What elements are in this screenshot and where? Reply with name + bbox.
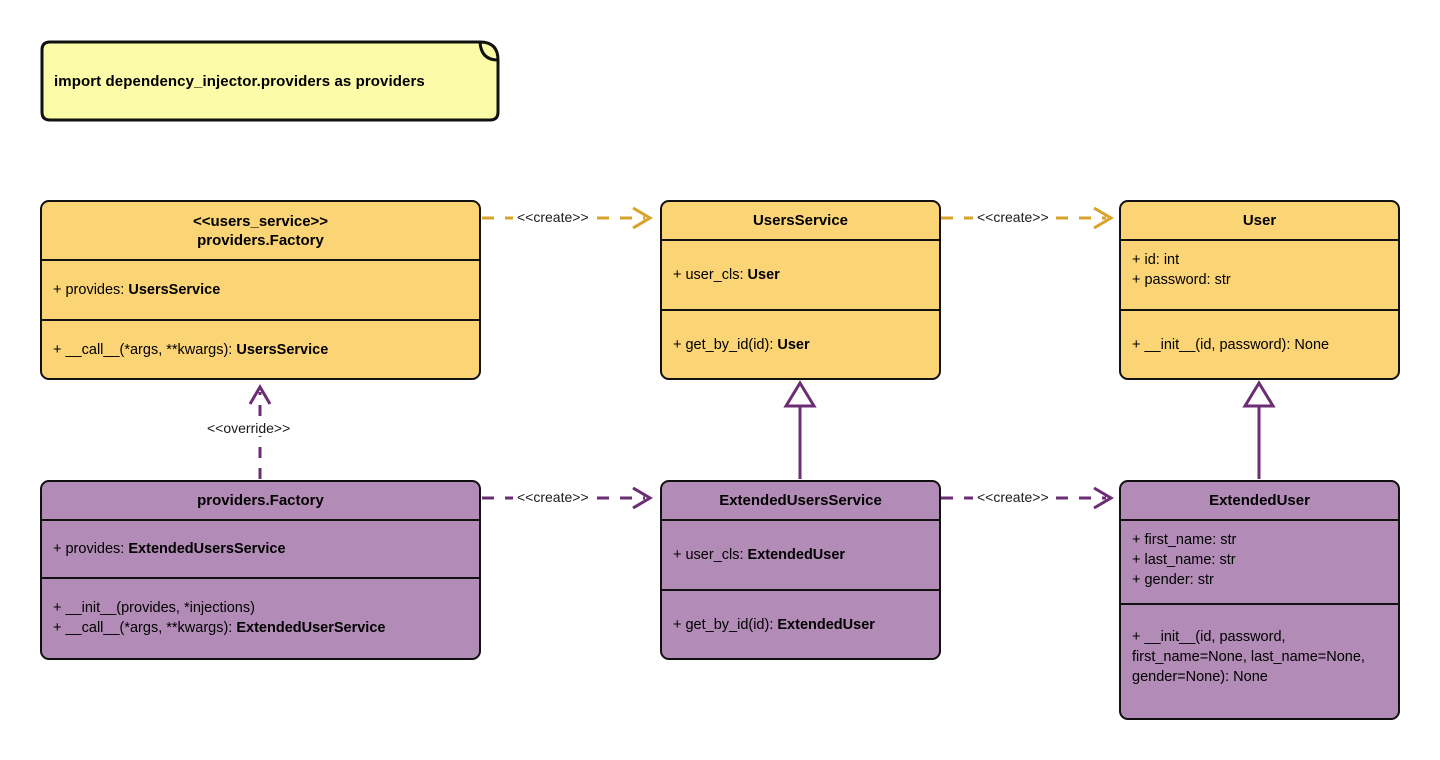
attributes-compartment: + id: int + password: str	[1121, 239, 1398, 309]
edge-label-create-bottom-left: <<create>>	[513, 489, 593, 505]
attribute-row: + provides: ExtendedUsersService	[53, 541, 286, 557]
import-note: import dependency_injector.providers as …	[40, 40, 500, 122]
class-user[interactable]: User + id: int + password: str + __init_…	[1119, 200, 1400, 380]
edge-label-override: <<override>>	[203, 420, 295, 436]
class-header: UsersService	[662, 202, 939, 239]
class-stereotype: <<users_service>>	[192, 212, 329, 230]
class-name: ExtendedUsersService	[719, 492, 882, 509]
attribute-row: + gender: str	[1132, 572, 1214, 588]
attribute-row: + password: str	[1132, 272, 1231, 288]
edge-label-create-bottom-right: <<create>>	[973, 489, 1053, 505]
method-row: + __init__(id, password, first_name=None…	[1132, 629, 1365, 685]
class-users-service-factory[interactable]: <<users_service>> providers.Factory + pr…	[40, 200, 481, 380]
attributes-compartment: + user_cls: ExtendedUser	[662, 519, 939, 589]
method-row: + __init__(id, password): None	[1132, 337, 1330, 353]
edge-label-create-top-right: <<create>>	[973, 209, 1053, 225]
class-name: providers.Factory	[197, 492, 324, 509]
methods-compartment: + get_by_id(id): ExtendedUser	[662, 589, 939, 658]
attribute-row: + user_cls: ExtendedUser	[673, 547, 846, 563]
methods-compartment: + __call__(*args, **kwargs): UsersServic…	[42, 319, 479, 378]
attributes-compartment: + first_name: str + last_name: str + gen…	[1121, 519, 1398, 603]
note-shape	[40, 40, 500, 122]
class-extended-user[interactable]: ExtendedUser + first_name: str + last_na…	[1119, 480, 1400, 720]
class-header: providers.Factory	[42, 482, 479, 519]
class-header: ExtendedUser	[1121, 482, 1398, 519]
attribute-row: + first_name: str	[1132, 532, 1237, 548]
class-header: <<users_service>> providers.Factory	[42, 202, 479, 259]
attribute-row: + user_cls: User	[673, 267, 780, 283]
methods-compartment: + __init__(id, password, first_name=None…	[1121, 603, 1398, 718]
class-users-service[interactable]: UsersService + user_cls: User + get_by_i…	[660, 200, 941, 380]
class-name: providers.Factory	[197, 231, 324, 249]
attribute-row: + last_name: str	[1132, 552, 1236, 568]
method-row: + __call__(*args, **kwargs): UsersServic…	[53, 342, 329, 358]
class-extended-users-service[interactable]: ExtendedUsersService + user_cls: Extende…	[660, 480, 941, 660]
attributes-compartment: + user_cls: User	[662, 239, 939, 309]
methods-compartment: + __init__(provides, *injections) + __ca…	[42, 577, 479, 657]
attributes-compartment: + provides: ExtendedUsersService	[42, 519, 479, 577]
class-extended-factory[interactable]: providers.Factory + provides: ExtendedUs…	[40, 480, 481, 660]
edge-label-create-top-left: <<create>>	[513, 209, 593, 225]
class-header: User	[1121, 202, 1398, 239]
class-name: ExtendedUser	[1209, 492, 1310, 509]
method-row: + __call__(*args, **kwargs): ExtendedUse…	[53, 620, 386, 636]
note-text: import dependency_injector.providers as …	[54, 72, 425, 90]
edge-generalization-user	[1242, 380, 1276, 479]
method-row: + __init__(provides, *injections)	[53, 600, 255, 616]
attribute-row: + provides: UsersService	[53, 282, 221, 298]
edge-generalization-users-service	[783, 380, 817, 479]
methods-compartment: + get_by_id(id): User	[662, 309, 939, 378]
methods-compartment: + __init__(id, password): None	[1121, 309, 1398, 378]
class-name: User	[1242, 212, 1277, 229]
attribute-row: + id: int	[1132, 252, 1180, 268]
class-header: ExtendedUsersService	[662, 482, 939, 519]
method-row: + get_by_id(id): User	[673, 337, 810, 353]
class-name: UsersService	[752, 212, 849, 229]
method-row: + get_by_id(id): ExtendedUser	[673, 617, 875, 633]
attributes-compartment: + provides: UsersService	[42, 259, 479, 319]
